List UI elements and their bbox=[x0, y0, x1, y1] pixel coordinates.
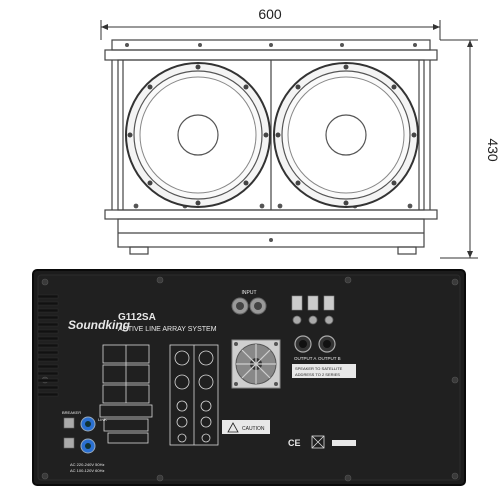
input-label: INPUT bbox=[242, 290, 257, 296]
cabinet-drawing: 600 430 bbox=[100, 6, 500, 259]
ce-mark: CE bbox=[288, 438, 301, 448]
brand-logo: Soundking bbox=[68, 318, 131, 332]
height-label: 430 bbox=[485, 138, 500, 162]
link-label: LINK bbox=[98, 417, 107, 422]
output-b-label: OUTPUT B bbox=[318, 356, 341, 361]
gain-knobs bbox=[291, 295, 335, 325]
gain-knob[interactable] bbox=[307, 295, 319, 311]
model-subtitle: ACTIVE LINE ARRAY SYSTEM bbox=[118, 326, 217, 333]
left-woofer bbox=[125, 62, 271, 208]
warning-area: CAUTION CE bbox=[222, 420, 356, 449]
power-spec-line2: AC 100-120V 60Hz bbox=[70, 468, 104, 473]
breaker-switch[interactable] bbox=[63, 417, 75, 429]
speaker-note-line2: ADDRESS TO 2 SERIES bbox=[295, 372, 340, 377]
warning-label: CAUTION bbox=[242, 426, 265, 432]
line-array-diagram bbox=[99, 344, 153, 444]
power-spec-line1: AC 220-240V 50Hz bbox=[70, 462, 104, 467]
cabinet-outline bbox=[104, 39, 438, 255]
left-vent-slots bbox=[37, 294, 59, 397]
speaker-note-line1: SPEAKER TO SATELLITE bbox=[295, 366, 343, 371]
xlr-input-connectors: INPUT bbox=[231, 290, 267, 315]
cooling-fan bbox=[231, 339, 281, 389]
right-woofer bbox=[273, 62, 419, 208]
speaker-grid-diagram bbox=[169, 344, 219, 446]
output-a-label: OUTPUT A bbox=[294, 356, 316, 361]
gain-knob[interactable] bbox=[291, 295, 303, 311]
power-switch[interactable] bbox=[63, 437, 75, 449]
width-dimension: 600 bbox=[100, 6, 441, 40]
power-section: BREAKER LINK AC 220-240V 50Hz AC 100-120… bbox=[62, 410, 107, 473]
width-label: 600 bbox=[258, 6, 282, 22]
speakon-outputs: OUTPUT A OUTPUT B SPEAKER TO SATELLITE A… bbox=[292, 335, 356, 378]
model-name: G112SA bbox=[118, 312, 156, 323]
breaker-label: BREAKER bbox=[62, 410, 81, 415]
gain-knob[interactable] bbox=[323, 295, 335, 311]
height-dimension: 430 bbox=[440, 39, 500, 259]
weee-icon bbox=[311, 435, 325, 449]
